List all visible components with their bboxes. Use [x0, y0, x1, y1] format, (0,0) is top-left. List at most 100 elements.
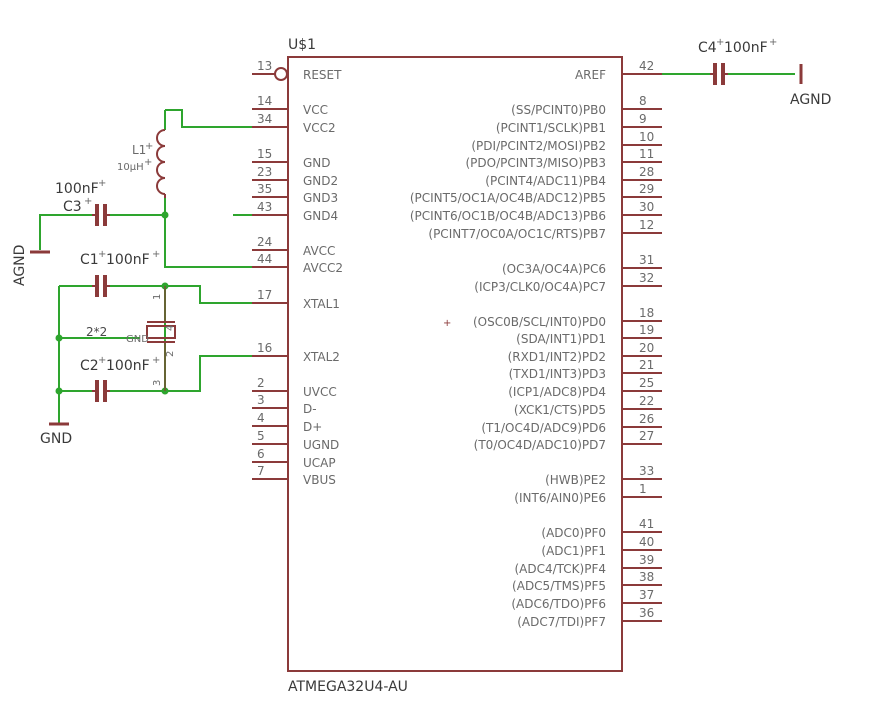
pin-number: 11	[639, 147, 654, 161]
agnd-left-label: AGND	[12, 245, 28, 286]
pin-number: 34	[257, 112, 272, 126]
plus-mark: +	[716, 37, 724, 48]
right-pin: 19(SDA/INT1)PD1	[516, 323, 662, 346]
plus-mark: +	[144, 157, 152, 168]
pin-name: D-	[303, 402, 317, 416]
pin-name: VCC	[303, 103, 328, 117]
right-pin: 26 (T1/OC4D/ADC9)PD6	[481, 412, 662, 435]
right-pin: 32(ICP3/CLK0/OC4A)PC7	[474, 271, 662, 294]
right-pin: 38(ADC5/TMS)PF5	[512, 570, 662, 593]
pin-name: XTAL1	[303, 297, 340, 311]
right-pin: 1(INT6/AIN0)PE6	[514, 482, 662, 505]
pin-name: (OSC0B/SCL/INT0)PD0	[473, 315, 606, 329]
right-pin: 9(PCINT1/SCLK)PB1	[496, 112, 662, 135]
pin-name: GND2	[303, 174, 338, 188]
pin-number: 27	[639, 429, 654, 443]
pin-number: 19	[639, 323, 654, 337]
pin-name: RESET	[303, 68, 342, 82]
right-pin: 20(RXD1/INT2)PD2	[508, 341, 662, 364]
pin-name: (ADC0)PF0	[541, 526, 606, 540]
pin-number: 18	[639, 306, 654, 320]
right-pin: 22 (XCK1/CTS)PD5	[514, 394, 662, 417]
pin-name: (ADC4/TCK)PF4	[514, 562, 606, 576]
pin-name: (PDI/PCINT2/MOSI)PB2	[471, 139, 606, 153]
right-pin: 36 (ADC7/TDI)PF7	[517, 606, 662, 629]
c3-value: 100nF	[55, 181, 99, 197]
right-pin: 11 (PDO/PCINT3/MISO)PB3	[465, 147, 662, 170]
pin-name: (PDO/PCINT3/MISO)PB3	[465, 156, 606, 170]
right-pin: 25(ICP1/ADC8)PD4	[508, 376, 662, 399]
right-pin: 18 (OSC0B/SCL/INT0)PD0	[473, 306, 662, 329]
pin-number: 30	[639, 200, 654, 214]
plus-mark: +	[145, 141, 153, 152]
right-pin: 39 (ADC4/TCK)PF4	[514, 553, 662, 576]
left-pin-group: 13RESET14VCC34VCC215GND23GND235GND343GND…	[252, 59, 343, 487]
plus-mark: +	[98, 249, 106, 260]
junction-dot	[55, 387, 63, 395]
plus-mark: +	[84, 196, 92, 207]
xtal2-net	[110, 355, 252, 392]
crystal	[146, 286, 176, 391]
pin-number: 10	[639, 130, 654, 144]
pin-name: (SS/PCINT0)PB0	[511, 103, 606, 117]
right-pin: 41(ADC0)PF0	[541, 517, 662, 540]
pin-name: (XCK1/CTS)PD5	[514, 403, 606, 417]
junction-dot	[55, 334, 63, 342]
pin-name: (PCINT7/OC0A/OC1C/RTS)PB7	[428, 227, 606, 241]
right-pin: 40(ADC1)PF1	[541, 535, 662, 558]
pin-name: AVCC2	[303, 261, 343, 275]
capacitor-c2	[92, 380, 110, 402]
pin-number: 22	[639, 394, 654, 408]
pin-name: (PCINT5/OC1A/OC4B/ADC12)PB5	[410, 191, 606, 205]
pin-number: 16	[257, 341, 272, 355]
junction-dot	[161, 211, 169, 219]
right-pin: 27 (T0/OC4D/ADC10)PD7	[474, 429, 662, 452]
pin-name: VCC2	[303, 121, 336, 135]
pin-number: 39	[639, 553, 654, 567]
pin-number: 4	[257, 411, 265, 425]
pin-number: 7	[257, 464, 265, 478]
pin-name: (ADC1)PF1	[541, 544, 606, 558]
pin-number: 26	[639, 412, 654, 426]
pin-number: 24	[257, 235, 272, 249]
pin-name: (ADC7/TDI)PF7	[517, 615, 606, 629]
crystal-pin4: 4	[165, 325, 176, 331]
pin-number: 13	[257, 59, 272, 73]
pin-name: (RXD1/INT2)PD2	[508, 350, 606, 364]
right-pin: 8 (SS/PCINT0)PB0	[511, 94, 662, 117]
c1-name: C1	[80, 252, 99, 268]
origin-cross: +	[443, 318, 451, 329]
pin-name: (T0/OC4D/ADC10)PD7	[474, 438, 606, 452]
pin-name: (PCINT4/ADC11)PB4	[485, 174, 606, 188]
pin-name: UCAP	[303, 456, 336, 470]
pin-number: 8	[639, 94, 647, 108]
pin-number: 43	[257, 200, 272, 214]
pin-number: 36	[639, 606, 654, 620]
pin-number: 1	[639, 482, 647, 496]
pin-number: 29	[639, 182, 654, 196]
pin-name: XTAL2	[303, 350, 340, 364]
pin-number: 9	[639, 112, 647, 126]
capacitor-c3	[92, 204, 110, 226]
pin-name: GND	[303, 156, 331, 170]
vcc2-net	[165, 109, 252, 128]
right-pin: 10 (PDI/PCINT2/MOSI)PB2	[471, 130, 662, 153]
c1-value: 100nF	[106, 252, 150, 268]
pin-number: 33	[639, 464, 654, 478]
pin-number: 28	[639, 165, 654, 179]
plus-mark: +	[769, 37, 777, 48]
crystal-gnd: GND	[126, 334, 149, 345]
pin-name: (T1/OC4D/ADC9)PD6	[481, 421, 606, 435]
pin-number: 12	[639, 218, 654, 232]
right-pin: 28 (PCINT4/ADC11)PB4	[485, 165, 662, 188]
crystal-pin3: 3	[152, 380, 163, 386]
